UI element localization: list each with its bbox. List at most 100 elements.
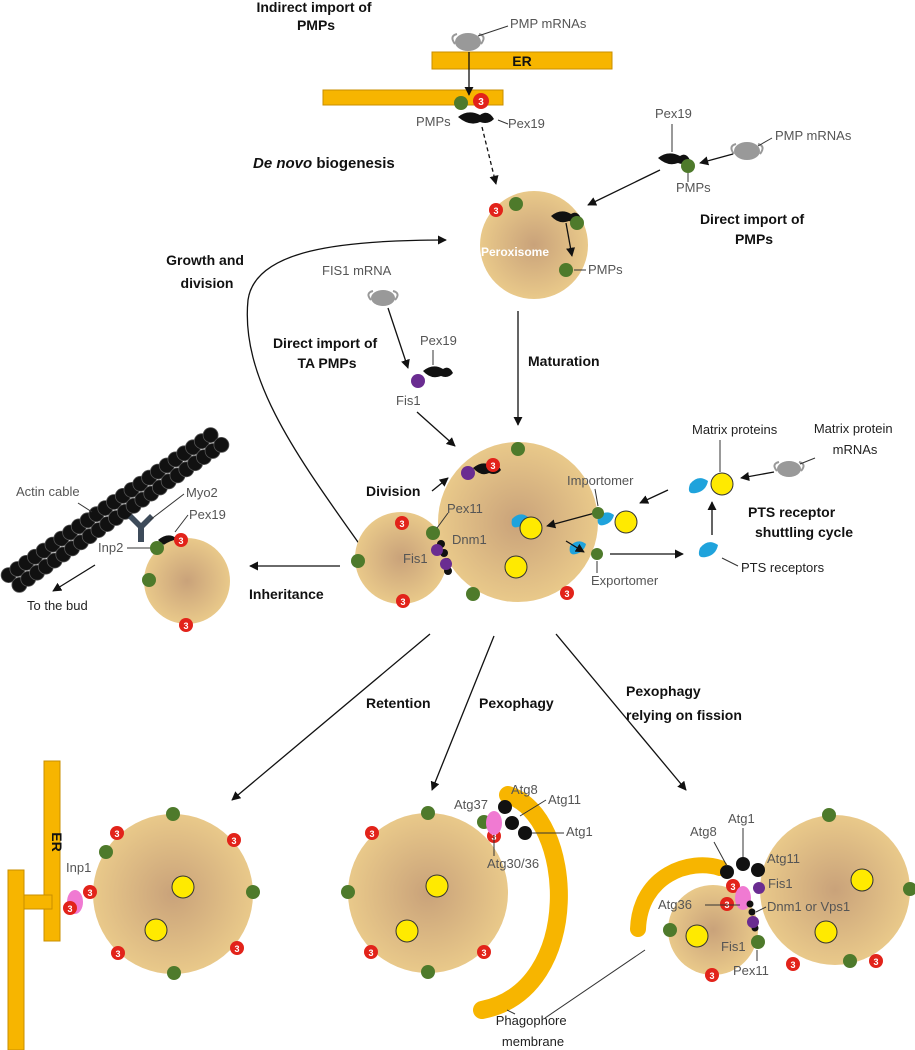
- pex3-dot: 3: [396, 594, 410, 608]
- pmp-dot: [591, 548, 603, 560]
- actin-bead: [213, 436, 230, 453]
- pexophagy-arrow: [430, 635, 495, 791]
- svg-text:3: 3: [493, 206, 498, 216]
- retention-panel: ER 3 3 Inp1 3 3 3 3: [7, 760, 260, 1050]
- svg-text:3: 3: [368, 948, 373, 958]
- svg-text:3: 3: [490, 461, 495, 471]
- pex11-label: Pex11: [447, 501, 483, 516]
- matrix-proteins-label: Matrix proteins: [692, 422, 778, 437]
- pexophagy-title: Pexophagy: [479, 695, 554, 711]
- svg-text:3: 3: [400, 597, 405, 607]
- to-bud-label: To the bud: [27, 598, 88, 613]
- pmp-dot: [466, 587, 480, 601]
- svg-text:3: 3: [178, 536, 183, 546]
- pex3-dot: 3: [179, 618, 193, 632]
- retention-arrow: [231, 633, 431, 801]
- pex3-dot: 3: [364, 945, 378, 959]
- de-novo-dashed-arrow: [481, 126, 499, 185]
- pexophagy-panel: 3 3 3 3 Atg37 Atg8 Atg11 Atg1 Atg30/36 P…: [341, 782, 593, 1049]
- pex19-chaperone-icon: [458, 112, 494, 124]
- fis1-label-ta: Fis1: [396, 393, 421, 408]
- importomer-label: Importomer: [567, 473, 634, 488]
- matrix-mrnas-label: Matrix protein mRNAs: [814, 421, 896, 457]
- matrix-protein-dot: [685, 924, 709, 948]
- pex3-dot: 3: [227, 833, 241, 847]
- pex11-label-fission: Pex11: [733, 963, 769, 978]
- pexophagy-fission-arrow: [555, 633, 687, 791]
- er-label-bottom: ER: [49, 832, 65, 851]
- exportomer-label: Exportomer: [591, 573, 659, 588]
- direct-import-panel: Pex19 PMPs PMP mRNAs Direct import of PM…: [587, 106, 852, 247]
- atg8-label-fission: Atg8: [690, 824, 717, 839]
- pmp-dot: [822, 808, 836, 822]
- pex3-dot: 3: [705, 968, 719, 982]
- matrix-protein-dot: [519, 516, 543, 540]
- atg1-dot: [518, 826, 532, 840]
- pex3-dot: 3: [473, 93, 489, 109]
- pts-shuttling-panel: Matrix proteins Matrix protein mRNAs PTS…: [688, 421, 896, 575]
- indirect-import-title: Indirect import of PMPs: [256, 0, 375, 33]
- growth-division-title: Growth and division: [166, 252, 248, 291]
- pex3-dot: 3: [365, 826, 379, 840]
- matrix-protein-dot: [614, 510, 638, 534]
- matrix-protein-dot: [850, 868, 874, 892]
- pmp-dot: [592, 507, 604, 519]
- pex19-chaperone-icon: [658, 153, 690, 165]
- fis1-dot: [411, 374, 425, 388]
- inp1-label: Inp1: [66, 860, 91, 875]
- pexophagy-fission-panel: 3 3 3 3 3 Atg8 Atg1 Atg11 Fis1 Atg36 Dnm…: [544, 808, 915, 1019]
- ta-import-panel: FIS1 mRNA Direct import of TA PMPs Pex19…: [273, 263, 457, 447]
- pmp-dot: [509, 197, 523, 211]
- pmp-dot: [166, 807, 180, 821]
- er-vertical-left: [7, 869, 25, 1050]
- pmp-dot: [559, 263, 573, 277]
- myo2-label: Myo2: [186, 485, 218, 500]
- svg-text:3: 3: [478, 97, 484, 108]
- matrix-protein-dot: [425, 874, 449, 898]
- pex19-label-top: Pex19: [508, 116, 545, 131]
- peroxisome-label: Peroxisome: [481, 245, 549, 259]
- svg-text:3: 3: [234, 944, 239, 954]
- ribosome-mrna-icon: [730, 142, 764, 160]
- indirect-import-panel: Indirect import of PMPs PMP mRNAs ER 3 P…: [253, 0, 613, 185]
- svg-text:3: 3: [790, 960, 795, 970]
- pmp-dot: [246, 885, 260, 899]
- fis1-dot: [431, 544, 443, 556]
- svg-text:3: 3: [873, 957, 878, 967]
- inp2-label: Inp2: [98, 540, 123, 555]
- retention-title: Retention: [366, 695, 431, 711]
- ribosome-mrna-icon: [367, 290, 399, 306]
- pex3-dot: 3: [726, 879, 740, 893]
- dnm1-label: Dnm1: [452, 532, 487, 547]
- pmp-dot: [454, 96, 468, 110]
- pmp-dot: [426, 526, 440, 540]
- phagophore-membrane: [630, 857, 728, 937]
- pex3-dot: 3: [560, 586, 574, 600]
- pts-cycle-title: PTS receptor shuttling cycle: [748, 504, 853, 540]
- pmp-dot: [751, 935, 765, 949]
- er-label-top: ER: [512, 53, 531, 69]
- pex19-label-direct: Pex19: [655, 106, 692, 121]
- pex19-label-inherit: Pex19: [189, 507, 226, 522]
- atg30-36-label: Atg30/36: [487, 856, 539, 871]
- pmp-dot: [903, 882, 915, 896]
- pexophagy-fission-title: Pexophagy relying on fission: [626, 683, 742, 723]
- matrix-protein-dot: [395, 919, 419, 943]
- pmps-label-top: PMPs: [416, 114, 451, 129]
- pex3-dot: 3: [111, 946, 125, 960]
- atg36-label: Atg36: [658, 897, 692, 912]
- atg1-label: Atg1: [566, 824, 593, 839]
- matrix-protein-dot: [171, 875, 195, 899]
- pex3-dot: 3: [720, 897, 734, 911]
- er-branch: [23, 894, 53, 910]
- matrix-protein-dot: [504, 555, 528, 579]
- division-title: Division: [366, 483, 420, 499]
- svg-text:3: 3: [730, 882, 735, 892]
- matrix-protein-dot: [814, 920, 838, 944]
- fis1-label-div: Fis1: [403, 551, 428, 566]
- pmp-mrnas-label-direct: PMP mRNAs: [775, 128, 852, 143]
- fis1-label-fission-top: Fis1: [768, 876, 793, 891]
- pmp-dot: [421, 806, 435, 820]
- dividing-peroxisome: 3 3 3 3 Division Pex11 Dnm1 Fis1 Im: [351, 442, 684, 608]
- pex3-dot: 3: [83, 885, 97, 899]
